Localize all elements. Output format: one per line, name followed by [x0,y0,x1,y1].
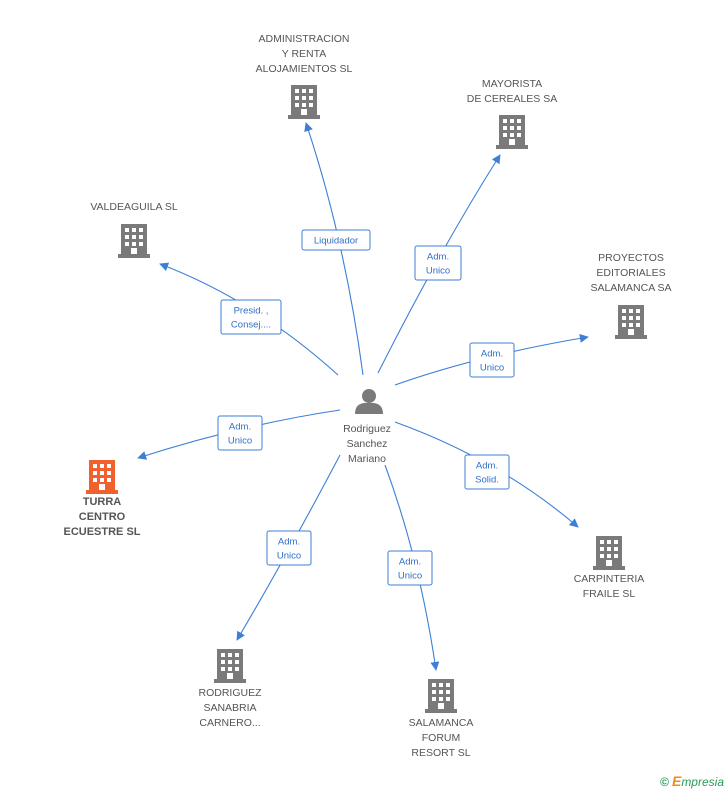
company-name-line: CARPINTERIA [574,573,645,585]
company-node-rodriguez-sanabria[interactable]: RODRIGUEZ SANABRIA CARNERO... [199,649,263,729]
relation-label-box [217,415,263,451]
relation-label-box [469,342,515,378]
company-node-mayorista[interactable]: MAYORISTA DE CEREALES SA [467,78,557,149]
company-name-line: FRAILE SL [583,588,636,600]
person-name-line: Mariano [348,453,386,465]
building-icon [425,679,457,713]
relation-label-proyectos[interactable]: Adm. Unico [469,342,515,378]
building-icon [593,536,625,570]
company-node-administracion[interactable]: ADMINISTRACION Y RENTA ALOJAMIENTOS SL [256,33,353,119]
relation-label-turra[interactable]: Adm. Unico [217,415,263,451]
relation-label-administracion[interactable]: Liquidador [301,229,371,251]
company-name-line: RODRIGUEZ [199,687,263,699]
brand-name: mpresia [681,775,724,789]
footer-brand: ©Empresia [660,773,724,789]
person-name-line: Sanchez [347,438,388,450]
relation-text: Solid. [475,475,499,486]
building-icon [288,85,320,119]
company-node-turra[interactable]: TURRA CENTRO ECUESTRE SL [63,460,141,538]
company-name-line: SALAMANCA [409,717,474,729]
relation-text: Adm. [476,461,498,472]
building-icon [86,460,118,494]
building-icon [496,115,528,149]
building-icon [118,224,150,258]
person-name-line: Rodriguez [343,423,391,435]
company-name-line: Y RENTA [282,48,327,60]
building-icon [214,649,246,683]
relation-text: Unico [398,571,422,582]
company-node-salamanca-forum[interactable]: SALAMANCA FORUM RESORT SL [409,679,474,759]
building-icon [615,305,647,339]
company-name-line: SANABRIA [203,702,256,714]
company-name-line: PROYECTOS [598,252,664,264]
relation-label-mayorista[interactable]: Adm. Unico [414,245,462,281]
person-icon [355,389,383,414]
relation-label-rodriguez-sanabria[interactable]: Adm. Unico [266,530,312,566]
relation-text: Unico [480,363,504,374]
company-name-line: RESORT SL [411,747,470,759]
company-node-valdeaguila[interactable]: VALDEAGUILA SL [90,201,178,258]
relation-text: Adm. [229,422,251,433]
relation-label-box [464,454,510,490]
company-name-line: EDITORIALES [596,267,665,279]
relation-text: Presid. , [234,306,269,317]
relation-text: Liquidador [314,236,358,247]
relation-label-carpinteria[interactable]: Adm. Solid. [464,454,510,490]
copyright-symbol: © [660,775,669,789]
relation-label-box [266,530,312,566]
company-node-proyectos[interactable]: PROYECTOS EDITORIALES SALAMANCA SA [590,252,672,339]
relation-label-valdeaguila[interactable]: Presid. , Consej.... [220,299,282,335]
relation-label-box [414,245,462,281]
relation-text: Unico [277,551,301,562]
company-name-line: DE CEREALES SA [467,93,557,105]
relation-text: Unico [228,436,252,447]
company-name-line: ADMINISTRACION [258,33,349,45]
relation-label-box [220,299,282,335]
company-name-line: CENTRO [79,511,126,523]
company-name-line: ALOJAMIENTOS SL [256,63,353,75]
company-name-line: ECUESTRE SL [63,526,140,538]
relation-text: Adm. [278,537,300,548]
company-name-line: FORUM [422,732,461,744]
relation-text: Adm. [427,252,449,263]
brand-logo-initial: E [671,773,682,789]
company-name-line: MAYORISTA [482,78,542,90]
relation-text: Unico [426,266,450,277]
relation-text: Adm. [481,349,503,360]
company-name-line: TURRA [83,496,122,508]
relation-label-salamanca-forum[interactable]: Adm. Unico [387,550,433,586]
relation-label-box [387,550,433,586]
relation-text: Adm. [399,557,421,568]
relation-text: Consej.... [231,320,271,331]
company-name-line: VALDEAGUILA SL [90,201,178,213]
relation-label-box [301,229,371,251]
company-node-carpinteria[interactable]: CARPINTERIA FRAILE SL [574,536,645,600]
company-name-line: CARNERO... [199,717,260,729]
company-name-line: SALAMANCA SA [590,282,671,294]
